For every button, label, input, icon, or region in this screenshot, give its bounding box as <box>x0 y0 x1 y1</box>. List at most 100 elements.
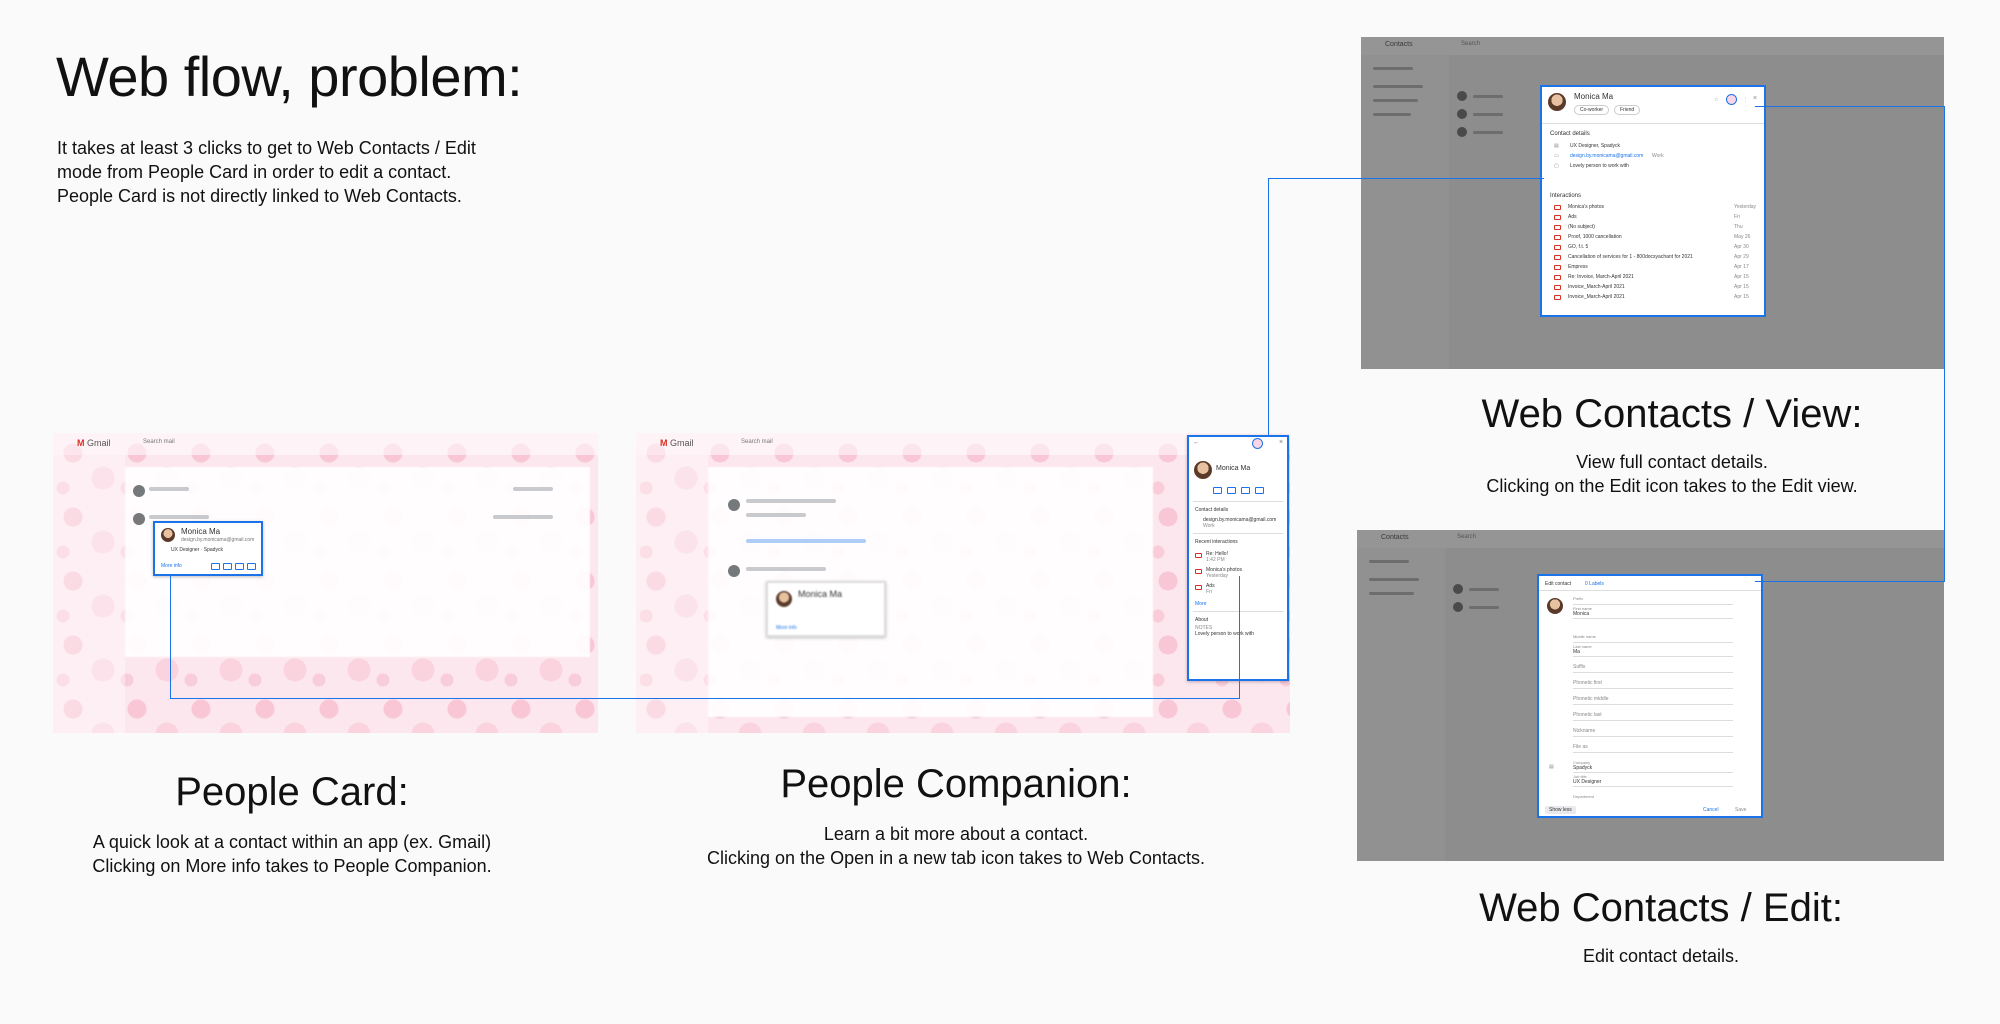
gmail-top-bar <box>53 433 598 455</box>
edit-contact-title: Edit contact <box>1545 581 1572 587</box>
web-contacts-view-screenshot: Contacts Search Monica Ma Co-worker Frie… <box>1361 37 1944 369</box>
web-contacts-view-description: View full contact details. Clicking on t… <box>1486 452 1858 496</box>
contact-email: design.by.monicama@gmail.com <box>1203 517 1277 523</box>
contact-role: UX Designer, Spadyck <box>1570 143 1621 149</box>
web-contacts-edit-screenshot: Contacts Search Edit contact 0 Labels Pr… <box>1357 530 1944 861</box>
page-title: Web flow, problem: <box>56 45 523 108</box>
gmail-icon <box>1554 285 1561 290</box>
gmail-icon <box>1195 585 1202 590</box>
gmail-icon <box>1554 215 1561 220</box>
contact-avatar <box>1194 461 1212 479</box>
contact-details-label: Contact details <box>1195 507 1229 513</box>
gmail-icon <box>1554 205 1561 210</box>
edit-contact-dialog[interactable]: Edit contact 0 Labels Prefix First name … <box>1537 574 1763 818</box>
mail-icon[interactable] <box>1213 487 1222 494</box>
note-icon: ▢ <box>1554 163 1559 169</box>
email-icon: ▭ <box>1554 153 1559 159</box>
contact-name: Monica Ma <box>181 527 221 536</box>
notes-text: Lovely person to work with <box>1195 631 1254 637</box>
people-companion-panel[interactable]: ← × Monica Ma Contact details design.by.… <box>1187 435 1289 681</box>
close-icon[interactable]: × <box>1753 95 1758 102</box>
contact-avatar[interactable] <box>1547 598 1563 614</box>
people-companion-screenshot: M Gmail Search mail Monica Ma More info … <box>636 433 1290 733</box>
contact-name: Monica Ma <box>1574 92 1614 101</box>
gmail-icon <box>1195 553 1202 558</box>
contact-avatar <box>1548 93 1566 111</box>
web-contacts-edit-description: Edit contact details. <box>1582 946 1740 966</box>
labels-button[interactable]: 0 Labels <box>1585 581 1604 587</box>
people-card[interactable]: Monica Ma design.by.monicama@gmail.com U… <box>153 521 263 576</box>
faded-people-card: Monica Ma More info <box>766 581 886 637</box>
people-card-title: People Card: <box>175 770 409 814</box>
gmail-sidebar <box>53 455 125 733</box>
search-mail-input[interactable]: Search mail <box>741 439 773 445</box>
gmail-icon <box>1554 245 1561 250</box>
web-contacts-edit-title: Web Contacts / Edit: <box>1479 886 1843 930</box>
search-input[interactable]: Search <box>1457 534 1477 540</box>
contact-email: design.by.monicama@gmail.com <box>181 537 255 543</box>
gmail-logo: M Gmail <box>77 438 111 448</box>
email-type: Work <box>1203 523 1215 529</box>
contacts-top-bar <box>1361 37 1944 55</box>
recent-interactions-label: Recent interactions <box>1195 539 1238 545</box>
contact-role: UX Designer · Spadyck <box>171 547 223 553</box>
contact-note: Lovely person to work with <box>1570 163 1629 169</box>
show-less-button[interactable]: Show less <box>1545 806 1576 814</box>
label-chip[interactable]: Co-worker <box>1574 105 1610 115</box>
video-icon[interactable] <box>1255 487 1264 494</box>
interactions-label: Interactions <box>1550 193 1582 199</box>
people-companion-description: Learn a bit more about a contact. Clicki… <box>707 824 1205 868</box>
cancel-button[interactable]: Cancel <box>1703 807 1719 813</box>
back-arrow-icon[interactable]: ← <box>1193 439 1200 446</box>
contact-view-dialog[interactable]: Monica Ma Co-worker Friend ☆ ⋮ × Contact… <box>1540 85 1766 317</box>
first-name-field[interactable]: Monica <box>1573 611 1590 617</box>
gmail-icon <box>1554 255 1561 260</box>
open-in-new-tab-icon[interactable] <box>1252 438 1263 449</box>
people-card-description: A quick look at a contact within an app … <box>92 832 492 876</box>
flow-connector-view-to-edit <box>1755 106 1945 582</box>
calendar-icon[interactable] <box>223 563 232 570</box>
gmail-icon <box>1195 569 1202 574</box>
people-card-screenshot: M Gmail Search mail Monica Ma design.by.… <box>53 433 598 733</box>
label-chip[interactable]: Friend <box>1614 105 1641 115</box>
search-input[interactable]: Search <box>1461 41 1481 47</box>
flow-connector-companion-to-view <box>1268 178 1544 436</box>
contact-email[interactable]: design.by.monicama@gmail.com <box>1570 153 1644 159</box>
edit-icon[interactable] <box>1726 94 1737 105</box>
gmail-icon <box>1554 235 1561 240</box>
gmail-logo: M Gmail <box>660 438 694 448</box>
more-info-link[interactable]: More info <box>161 563 182 569</box>
mail-icon[interactable] <box>211 563 220 570</box>
company-field[interactable]: Spadyck <box>1573 765 1593 771</box>
gmail-icon <box>1554 295 1561 300</box>
notes-label: NOTES <box>1195 625 1213 631</box>
save-button[interactable]: Save <box>1735 807 1747 813</box>
contacts-logo: Contacts <box>1385 41 1413 48</box>
about-label: About <box>1195 617 1209 623</box>
flow-connector-card-to-companion <box>170 576 1240 699</box>
calendar-icon[interactable] <box>1227 487 1236 494</box>
contact-details-label: Contact details <box>1550 131 1590 137</box>
gmail-icon <box>1554 265 1561 270</box>
close-icon[interactable]: × <box>1279 439 1284 446</box>
contact-avatar <box>161 528 175 542</box>
contacts-sidebar <box>1361 55 1449 369</box>
people-companion-title: People Companion: <box>780 762 1132 806</box>
search-mail-input[interactable]: Search mail <box>143 439 175 445</box>
job-title-field[interactable]: UX Designer <box>1573 779 1602 785</box>
gmail-icon <box>1554 275 1561 280</box>
more-vert-icon[interactable]: ⋮ <box>1743 97 1748 103</box>
contact-name: Monica Ma <box>1216 465 1251 472</box>
video-icon[interactable] <box>247 563 256 570</box>
gmail-icon <box>1554 225 1561 230</box>
star-icon[interactable]: ☆ <box>1714 97 1719 103</box>
work-icon: ▤ <box>1554 143 1559 149</box>
contacts-logo: Contacts <box>1381 534 1409 541</box>
chat-icon[interactable] <box>235 563 244 570</box>
web-contacts-view-title: Web Contacts / View: <box>1481 392 1863 436</box>
email-type: Work <box>1652 153 1664 159</box>
more-link[interactable]: More <box>1195 601 1207 607</box>
chat-icon[interactable] <box>1241 487 1250 494</box>
last-name-field[interactable]: Ma <box>1573 649 1580 655</box>
problem-description: It takes at least 3 clicks to get to Web… <box>57 138 476 206</box>
